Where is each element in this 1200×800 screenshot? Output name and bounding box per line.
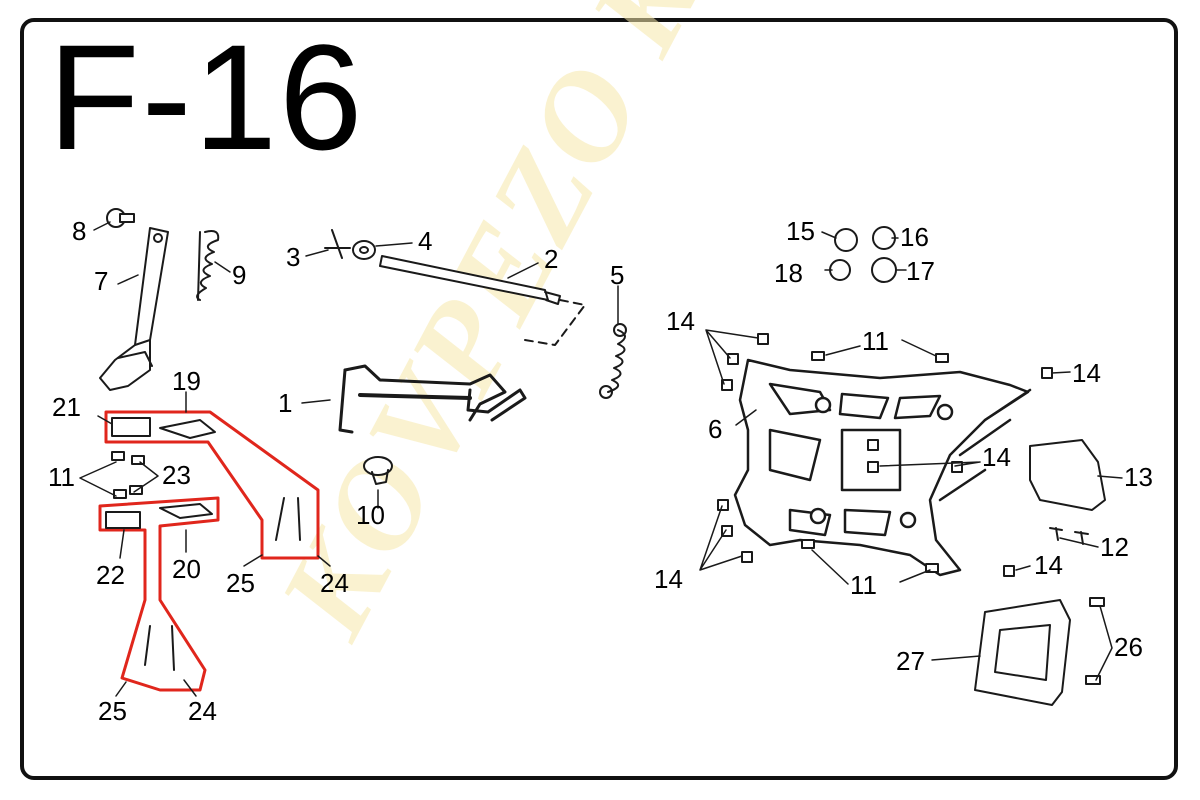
part-21-bracket[interactable] <box>111 417 151 437</box>
part-11-bolts[interactable] <box>801 351 949 573</box>
part-10-knob[interactable] <box>363 456 393 485</box>
part-13-cover[interactable] <box>1029 439 1106 511</box>
callout-10: 10 <box>356 500 385 530</box>
highlight-group-lower <box>98 496 220 692</box>
callout-12: 12 <box>1100 532 1129 562</box>
callout-11-b: 11 <box>862 326 889 356</box>
part-12-screws[interactable] <box>1049 527 1089 545</box>
callout-17: 17 <box>906 256 935 286</box>
part-25-pin-upper[interactable] <box>275 497 285 541</box>
callout-11-a: 11 <box>48 462 75 492</box>
callout-23: 23 <box>162 460 191 490</box>
callout-25-a: 25 <box>226 568 255 598</box>
part-25-pin-lower[interactable] <box>144 625 151 666</box>
part-20-footrest[interactable] <box>159 503 213 519</box>
callout-14-d: 14 <box>654 564 683 594</box>
part-7-side-stand[interactable] <box>99 227 169 391</box>
part-14-clips[interactable] <box>717 333 1053 577</box>
callout-4: 4 <box>418 226 432 256</box>
callout-labels: 8 7 9 3 4 2 5 1 10 6 14 14 14 14 14 11 1… <box>48 216 1153 726</box>
callout-8: 8 <box>72 216 86 246</box>
part-18-ring[interactable] <box>829 259 851 281</box>
callout-14-a: 14 <box>666 306 695 336</box>
part-8-bolt[interactable] <box>106 208 135 228</box>
callout-16: 16 <box>900 222 929 252</box>
part-26-screws[interactable] <box>1085 597 1105 685</box>
part-11-23-bolts[interactable] <box>111 451 145 499</box>
callout-6: 6 <box>708 414 722 444</box>
callout-3: 3 <box>286 242 300 272</box>
callout-15: 15 <box>786 216 815 246</box>
leader-lines <box>79 221 1123 697</box>
callout-1: 1 <box>278 388 292 418</box>
part-17-ring[interactable] <box>871 257 897 283</box>
part-24-pin-lower[interactable] <box>171 625 175 671</box>
part-4-washer[interactable] <box>352 240 376 260</box>
callout-26: 26 <box>1114 632 1143 662</box>
part-22-bracket[interactable] <box>105 511 141 529</box>
part-6-floor-panel[interactable] <box>733 358 1032 577</box>
callout-20: 20 <box>172 554 201 584</box>
callout-24-b: 24 <box>188 696 217 726</box>
part-19-footrest[interactable] <box>159 419 216 439</box>
callout-27: 27 <box>896 646 925 676</box>
callout-9: 9 <box>232 260 246 290</box>
highlight-group-upper <box>104 410 320 560</box>
part-5-spring[interactable] <box>599 323 627 399</box>
callout-14-e: 14 <box>1034 550 1063 580</box>
callout-5: 5 <box>610 260 624 290</box>
callout-24-a: 24 <box>320 568 349 598</box>
callout-2: 2 <box>544 244 558 274</box>
part-24-pin-upper[interactable] <box>297 497 301 541</box>
callout-19: 19 <box>172 366 201 396</box>
part-27-bracket[interactable] <box>974 599 1071 706</box>
part-9-spring[interactable] <box>196 230 220 301</box>
callout-25-b: 25 <box>98 696 127 726</box>
part-3-pin[interactable] <box>324 229 351 259</box>
callout-7: 7 <box>94 266 108 296</box>
callout-14-c: 14 <box>982 442 1011 472</box>
page-title: F-16 <box>48 13 365 181</box>
part-15-ring[interactable] <box>834 228 858 252</box>
callout-18: 18 <box>774 258 803 288</box>
callout-14-b: 14 <box>1072 358 1101 388</box>
part-2-shaft[interactable] <box>379 255 586 346</box>
callout-13: 13 <box>1124 462 1153 492</box>
callout-11-c: 11 <box>850 570 877 600</box>
part-1-main-stand[interactable] <box>338 364 527 434</box>
callout-22: 22 <box>96 560 125 590</box>
callout-21: 21 <box>52 392 81 422</box>
